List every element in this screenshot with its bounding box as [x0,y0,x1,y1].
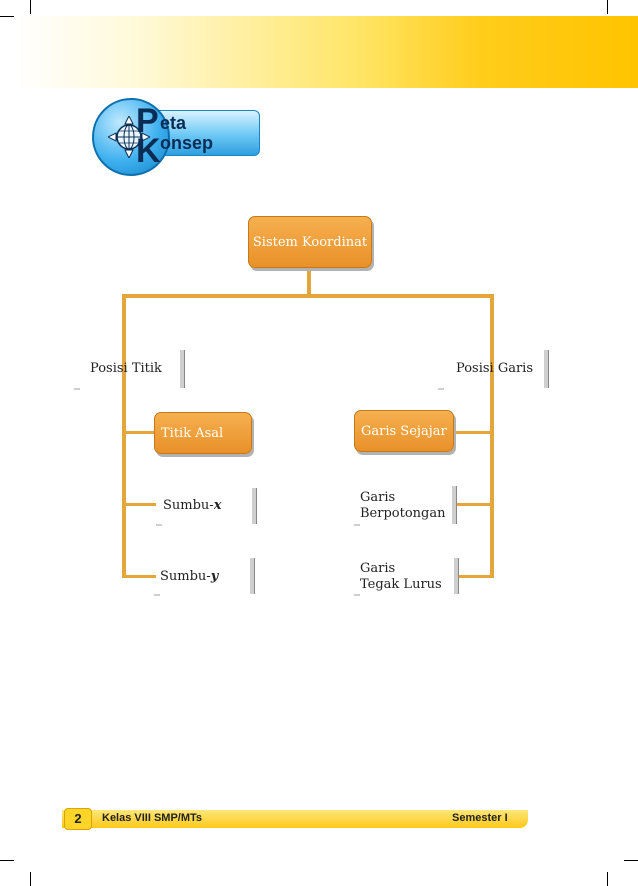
crop-mark [30,872,31,886]
footer-class-label: Kelas VIII SMP/MTs [102,812,203,824]
node-posisi-titik: Posisi Titik [74,350,186,390]
connector-line [122,294,494,298]
node-garis-tegak-lurus: Garis Tegak Lurus [354,558,459,596]
crop-mark [607,872,608,886]
crop-mark [624,860,638,861]
connector-line [490,294,494,578]
node-label-line-2: Berpotongan [360,506,446,521]
node-titik-asal: Titik Asal [154,412,252,454]
bracket-decoration [454,558,459,594]
node-posisi-garis: Posisi Garis [438,350,550,390]
bracket-decoration [74,388,80,390]
node-label: Posisi Titik [90,361,162,376]
bracket-decoration [250,558,255,594]
crop-mark [607,0,608,14]
bracket-decoration [452,486,457,524]
variable-y: y [210,569,219,584]
crop-mark [0,16,14,17]
bracket-decoration [180,350,185,388]
crop-mark [0,860,14,861]
bracket-decoration [544,350,549,388]
connector-line [456,503,492,506]
crop-mark [30,0,31,14]
connector-line [307,266,311,296]
node-label: Sumbu- [160,569,211,584]
connector-line [456,431,492,434]
badge-word-onsep: onsep [160,133,214,153]
bracket-decoration [252,488,257,524]
badge-letter-p: P [136,102,159,140]
node-sumbu-x: Sumbu-x [156,488,257,526]
connector-line [458,575,492,578]
bracket-decoration [438,388,444,390]
variable-x: x [213,498,222,513]
page-number: 2 [64,808,92,830]
footer-semester-label: Semester I [452,812,508,824]
node-label-wrap: Garis Tegak Lurus [360,561,442,593]
node-label-line-1: Garis [360,490,396,505]
connector-line [122,294,126,578]
footer-bar [62,810,528,828]
node-sumbu-y: Sumbu-y [154,558,255,596]
node-label-line-1: Garis [360,561,396,576]
node-garis-berpotongan: Garis Berpotongan [354,486,457,526]
node-label-wrap: Garis Berpotongan [360,490,445,522]
node-label: Garis Sejajar [361,423,447,439]
connector-line [122,575,156,578]
node-label: Sumbu- [163,498,214,513]
node-label-wrap: Sumbu-x [163,498,221,514]
bracket-decoration [354,594,360,596]
node-label-line-2: Tegak Lurus [360,577,442,592]
node-label: Posisi Garis [456,361,534,376]
badge-word-eta: eta [160,113,187,133]
bracket-decoration [354,524,360,526]
badge-circle [92,98,170,176]
connector-line [122,431,156,434]
connector-line [122,503,156,506]
node-label: Titik Asal [161,425,224,441]
globe-compass-icon [108,116,150,158]
node-label-wrap: Sumbu-y [160,569,218,585]
bracket-decoration [154,594,160,596]
peta-konsep-badge: P eta K onsep [92,98,272,178]
node-garis-sejajar: Garis Sejajar [354,410,454,452]
node-sistem-koordinat: Sistem Koordinat [248,216,372,268]
badge-letter-k: K [136,132,161,170]
header-band [14,16,638,88]
bracket-decoration [156,524,162,526]
node-label: Sistem Koordinat [252,234,368,250]
